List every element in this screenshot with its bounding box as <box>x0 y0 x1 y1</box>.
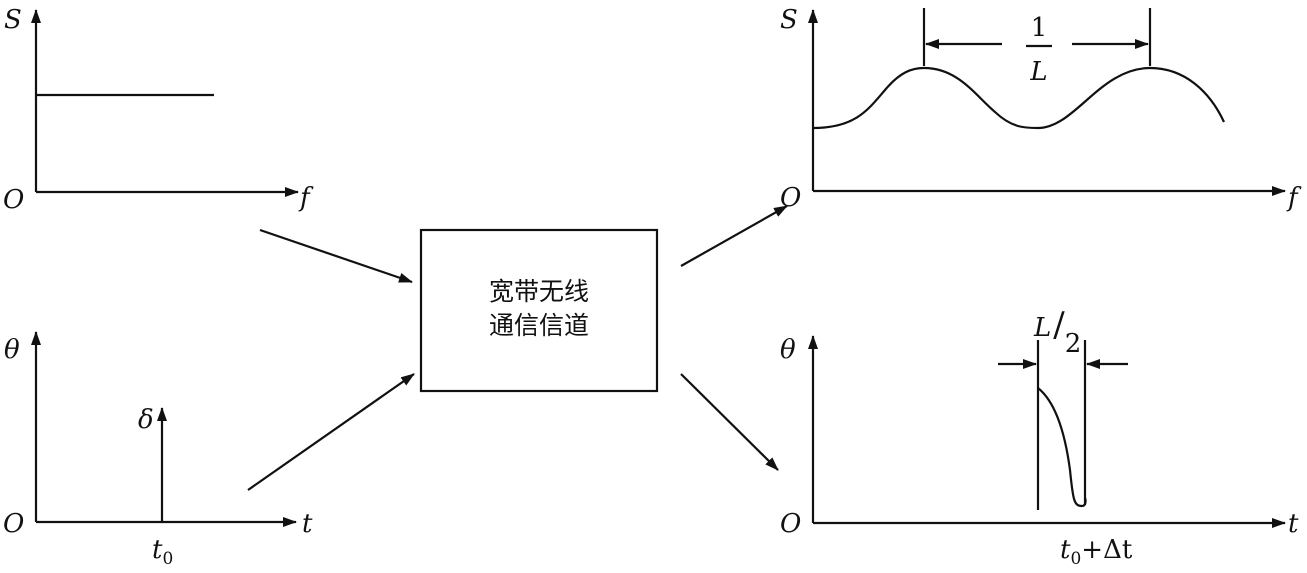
input-spectrum-origin: O <box>3 185 24 215</box>
input-spectrum-x-label: f <box>298 183 314 213</box>
input-impulse-x-label: t <box>302 509 313 539</box>
arrow-channel-to-spectrum <box>680 205 788 267</box>
input-spectrum-y-label: S <box>4 5 22 35</box>
output-spectrum-x-label: f <box>1286 183 1302 213</box>
input-impulse-origin: O <box>3 509 24 539</box>
frequency-selective-curve <box>812 66 1225 130</box>
arrow-spectrum-to-channel <box>259 228 413 284</box>
impulse-time-label: t0 <box>152 535 173 569</box>
arrow-channel-to-response <box>680 373 779 471</box>
channel-label-line2: 通信信道 <box>489 311 589 340</box>
output-response-origin: O <box>780 509 801 539</box>
input-spectrum-plot <box>31 9 299 197</box>
channel-label-line1: 宽带无线 <box>489 277 589 306</box>
delay-spread-response <box>1037 387 1087 508</box>
arrow-impulse-to-channel <box>247 373 415 491</box>
output-spectrum-y-label: S <box>780 5 798 35</box>
output-response-plot <box>808 335 1286 528</box>
input-impulse-plot <box>31 331 297 527</box>
input-impulse-y-label: θ <box>4 335 20 365</box>
delayed-time-label: t0+Δt <box>1060 535 1133 569</box>
output-response-x-label: t <box>1288 509 1299 539</box>
output-response-y-label: θ <box>780 335 796 365</box>
channel-box <box>419 228 659 393</box>
period-fraction-numerator: 1 <box>1031 13 1048 43</box>
output-spectrum-origin: O <box>780 183 801 213</box>
impulse-label: δ <box>138 405 154 435</box>
output-spectrum-plot <box>808 8 1286 196</box>
delay-spread-label: L/2 <box>1033 305 1081 359</box>
period-fraction-denominator: L <box>1029 57 1047 87</box>
